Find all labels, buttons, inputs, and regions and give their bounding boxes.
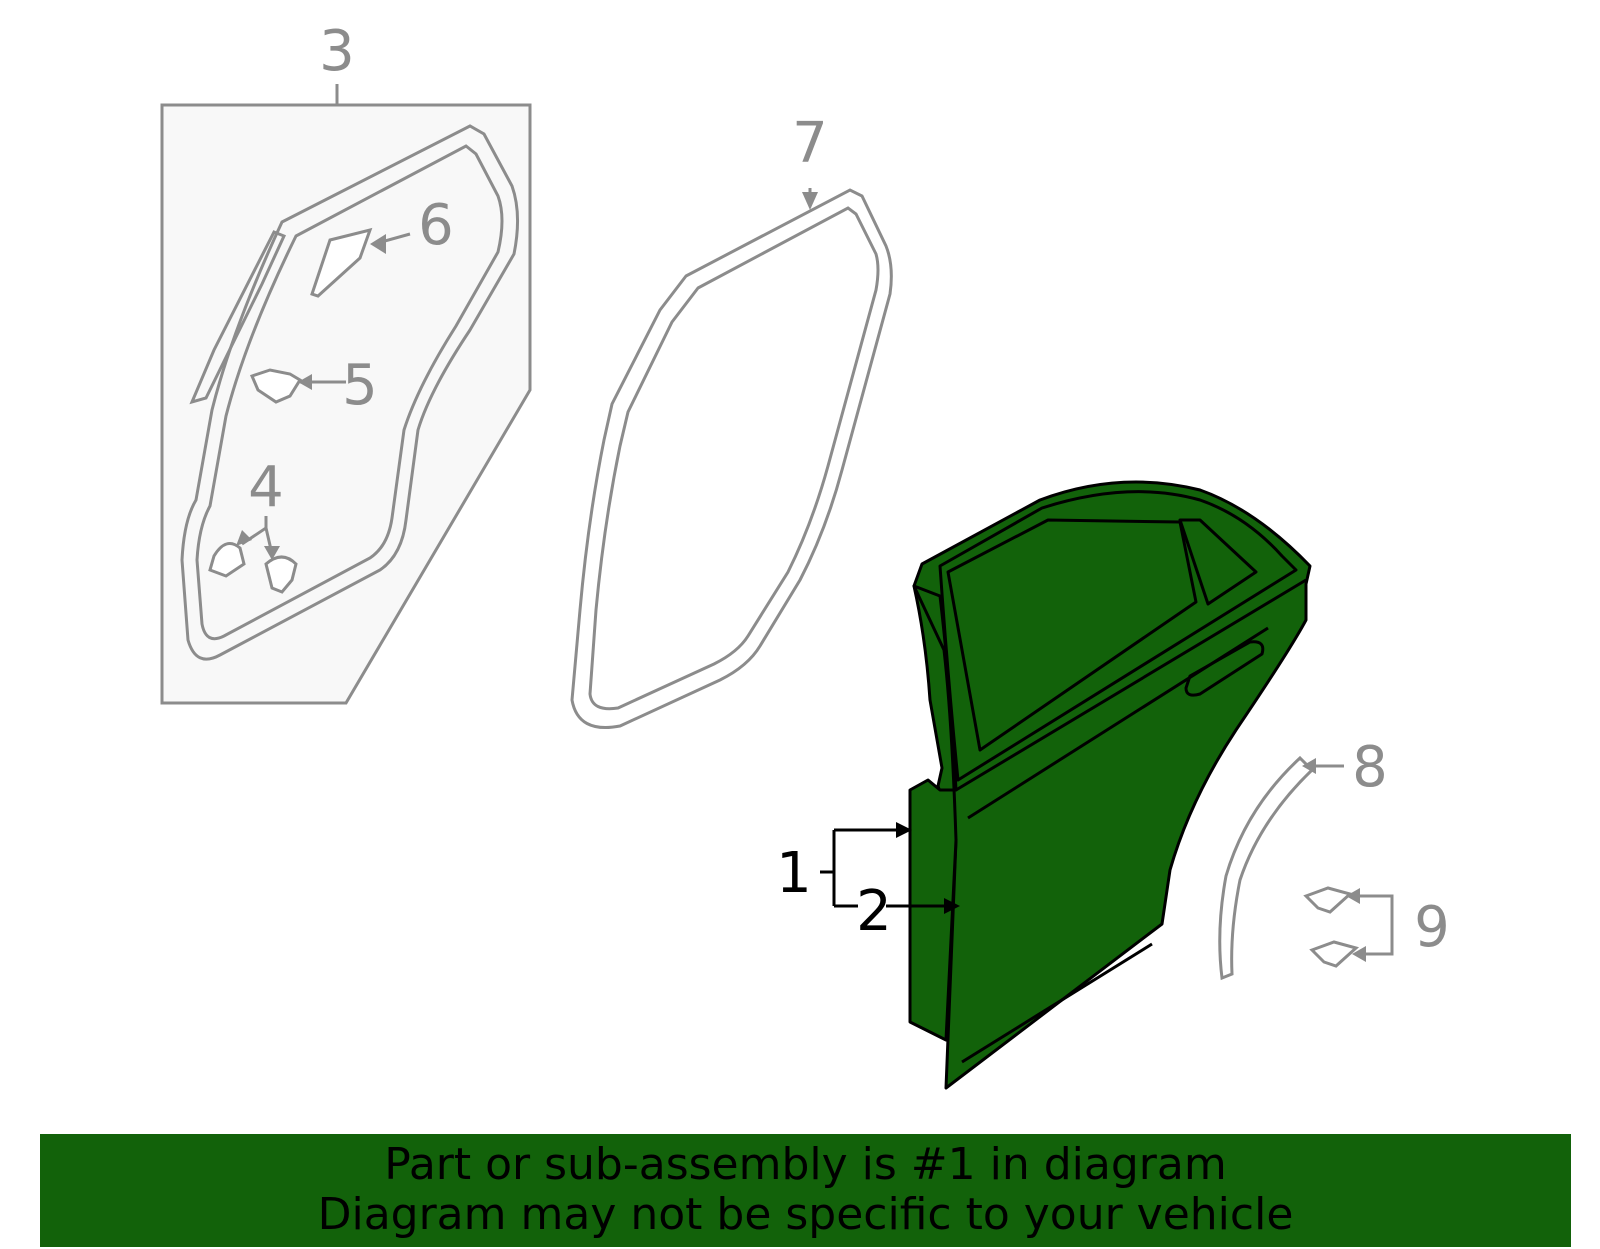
arrowheads-black (896, 822, 960, 914)
callout-2: 2 (856, 879, 892, 944)
callout-5: 5 (342, 353, 378, 418)
clips-9 (1303, 886, 1394, 968)
leader-lines-1-2 (820, 828, 952, 908)
banner-line-2: Diagram may not be specific to your vehi… (317, 1189, 1294, 1240)
callout-6: 6 (418, 193, 454, 258)
clips-4 (208, 516, 298, 594)
callout-4: 4 (248, 455, 284, 520)
clip-5 (249, 368, 346, 404)
door-shell-1 (908, 480, 1312, 1090)
banner-line-1: Part or sub-assembly is #1 in diagram (384, 1139, 1227, 1190)
callout-3: 3 (319, 19, 355, 84)
arrowheads (236, 192, 1366, 962)
door-weatherstrip-3 (180, 124, 520, 661)
callout-1: 1 (776, 841, 812, 906)
callout-9: 9 (1414, 895, 1450, 960)
info-banner: Part or sub-assembly is #1 in diagram Di… (40, 1134, 1571, 1247)
callout-7: 7 (792, 111, 828, 176)
callout-8: 8 (1352, 735, 1388, 800)
door-seal-7 (570, 188, 893, 729)
kit-box-3 (160, 84, 532, 705)
